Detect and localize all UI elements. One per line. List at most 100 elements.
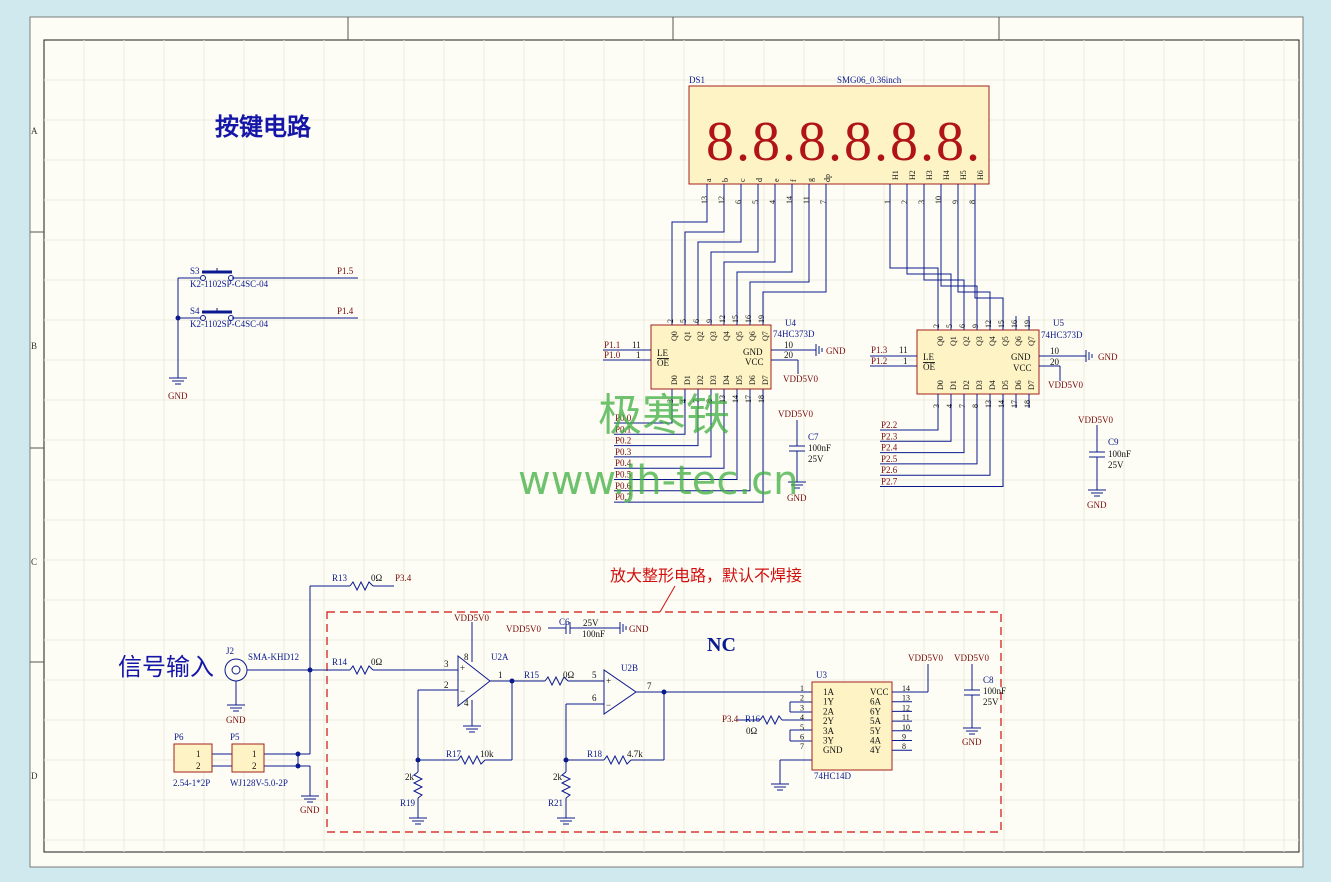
u4-vcc-label: VCC (745, 357, 764, 367)
u3-right-num: 9 (902, 733, 906, 742)
u2a-plus-sign: + (460, 663, 465, 673)
u4-d-num: 18 (757, 395, 766, 403)
signal-junctions (295, 667, 667, 769)
s4-net: P1.4 (337, 306, 354, 316)
s3-net: P1.5 (337, 266, 354, 276)
u4-d-net: P0.5 (615, 470, 632, 480)
u5-d-wire (880, 408, 952, 442)
r14-ref: R14 (332, 657, 348, 667)
ds1-dig-label: H1 (891, 170, 900, 180)
ds1-seg-num: 6 (734, 200, 743, 204)
u5-d-wire (880, 408, 978, 465)
u4-d-num: 4 (679, 399, 688, 403)
sheet-border (43, 39, 1300, 853)
u3-left-label: 1Y (823, 697, 835, 707)
u5-q-num: 5 (945, 324, 954, 328)
u3-left-label: 2A (823, 706, 835, 716)
u3-right-num: 10 (902, 723, 910, 732)
u4-le-label: LE (657, 348, 668, 358)
c7-val: 100nF (808, 443, 831, 453)
u4-d-num: 17 (744, 395, 753, 403)
u4-d-wire (614, 403, 764, 503)
u4-q-num: 5 (679, 319, 688, 323)
u3-right-num: 8 (902, 742, 906, 751)
u5-d-num: 4 (945, 404, 954, 408)
u4-d-wire (614, 403, 673, 424)
u4-d-net: P0.7 (615, 492, 632, 502)
c6-gnd: GND (629, 624, 649, 634)
c8-gnd: GND (962, 737, 982, 747)
c9-gnd: GND (1087, 500, 1107, 510)
u2b-pin6: 6 (592, 693, 597, 703)
c7-labels: VDD5V0 C7 100nF 25V GND (778, 409, 831, 503)
u3-left-num: 4 (800, 713, 804, 722)
u4-d-wire (614, 403, 686, 435)
u5-le-wires (870, 355, 917, 367)
u4-oe-label: OE (657, 358, 669, 368)
u2a-minus-sign: − (460, 686, 465, 696)
p6-pin2: 2 (196, 761, 201, 771)
nc-label: NC (707, 634, 736, 656)
u4-gnd-net: GND (826, 346, 846, 356)
ds1-seg-num: 7 (819, 200, 828, 204)
c6-ref: C6 (559, 617, 570, 627)
row-label-c: C (31, 557, 37, 567)
u5-q-label: Q1 (949, 336, 958, 346)
u3-right-label: 6Y (870, 706, 882, 716)
u4-d-num: 13 (718, 395, 727, 403)
u4-d-net: P0.0 (615, 413, 632, 423)
p5-ref: P5 (230, 732, 240, 742)
ds1-seg-num: 12 (717, 196, 726, 204)
u5-q-num: 16 (1010, 320, 1019, 328)
u4-q-num: 15 (731, 315, 740, 323)
u5-vdd-net: VDD5V0 (1048, 380, 1083, 390)
c7-gnd: GND (787, 493, 807, 503)
ds1-seg-label: a (704, 178, 713, 182)
net-p1-1: P1.1 (604, 340, 620, 350)
j2-gnd: GND (226, 715, 246, 725)
u4-ref: U4 (785, 318, 796, 328)
u5-d-label: D4 (988, 380, 997, 390)
u3-right-label: 4A (870, 736, 882, 746)
seg-bus-wire (736, 204, 793, 311)
u5-d-net: P2.6 (881, 465, 898, 475)
s3-ref: S3 (190, 266, 200, 276)
u3-left-label: 2Y (823, 716, 835, 726)
u5-d-num: 7 (958, 404, 967, 408)
u5-oe-num: 1 (903, 356, 908, 366)
ds1-ref: DS1 (689, 75, 705, 85)
amp-callout-line (659, 585, 676, 613)
u4-d-num: 7 (692, 399, 701, 403)
u4-q-num: 9 (705, 319, 714, 323)
c8-ref: C8 (983, 675, 994, 685)
r13-val: 0Ω (371, 573, 383, 583)
row-label-a: A (31, 126, 38, 136)
u5-d-wire (880, 408, 965, 454)
r21-val: 2k (553, 772, 563, 782)
u3-right-num: 11 (902, 713, 910, 722)
u4-q-label: Q4 (722, 331, 731, 341)
net-p1-0: P1.0 (604, 350, 621, 360)
u2a-pin4: 4 (464, 698, 469, 708)
sheet-background (29, 16, 1304, 868)
ic-u5: U5 74HC373D Q02D03Q15D14Q26D27Q39D38Q412… (916, 316, 1083, 408)
u4-d-num: 14 (731, 395, 740, 403)
u4-d-wire (614, 403, 738, 480)
u3-left-num: 2 (800, 694, 804, 703)
ds1-seg-num: 14 (785, 196, 794, 204)
u5-le-label: LE (923, 352, 934, 362)
u2a-ref: U2A (491, 652, 509, 662)
u5-d-wire (880, 408, 939, 431)
c9-labels: VDD5V0 C9 100nF 25V GND (1078, 415, 1131, 510)
j2-ref: J2 (226, 646, 234, 656)
ds1-seg-label: f (789, 179, 798, 182)
u4-q-label: Q6 (748, 331, 757, 341)
c9-val: 100nF (1108, 449, 1131, 459)
ds1-dig-label: H3 (925, 170, 934, 180)
u5-d-num: 14 (997, 400, 1006, 408)
p6-ref: P6 (174, 732, 184, 742)
u5-d-wire (880, 408, 1004, 487)
u2b-plus-sign: + (606, 676, 611, 686)
u3-right-num: 13 (902, 694, 910, 703)
r14-val: 0Ω (371, 657, 383, 667)
